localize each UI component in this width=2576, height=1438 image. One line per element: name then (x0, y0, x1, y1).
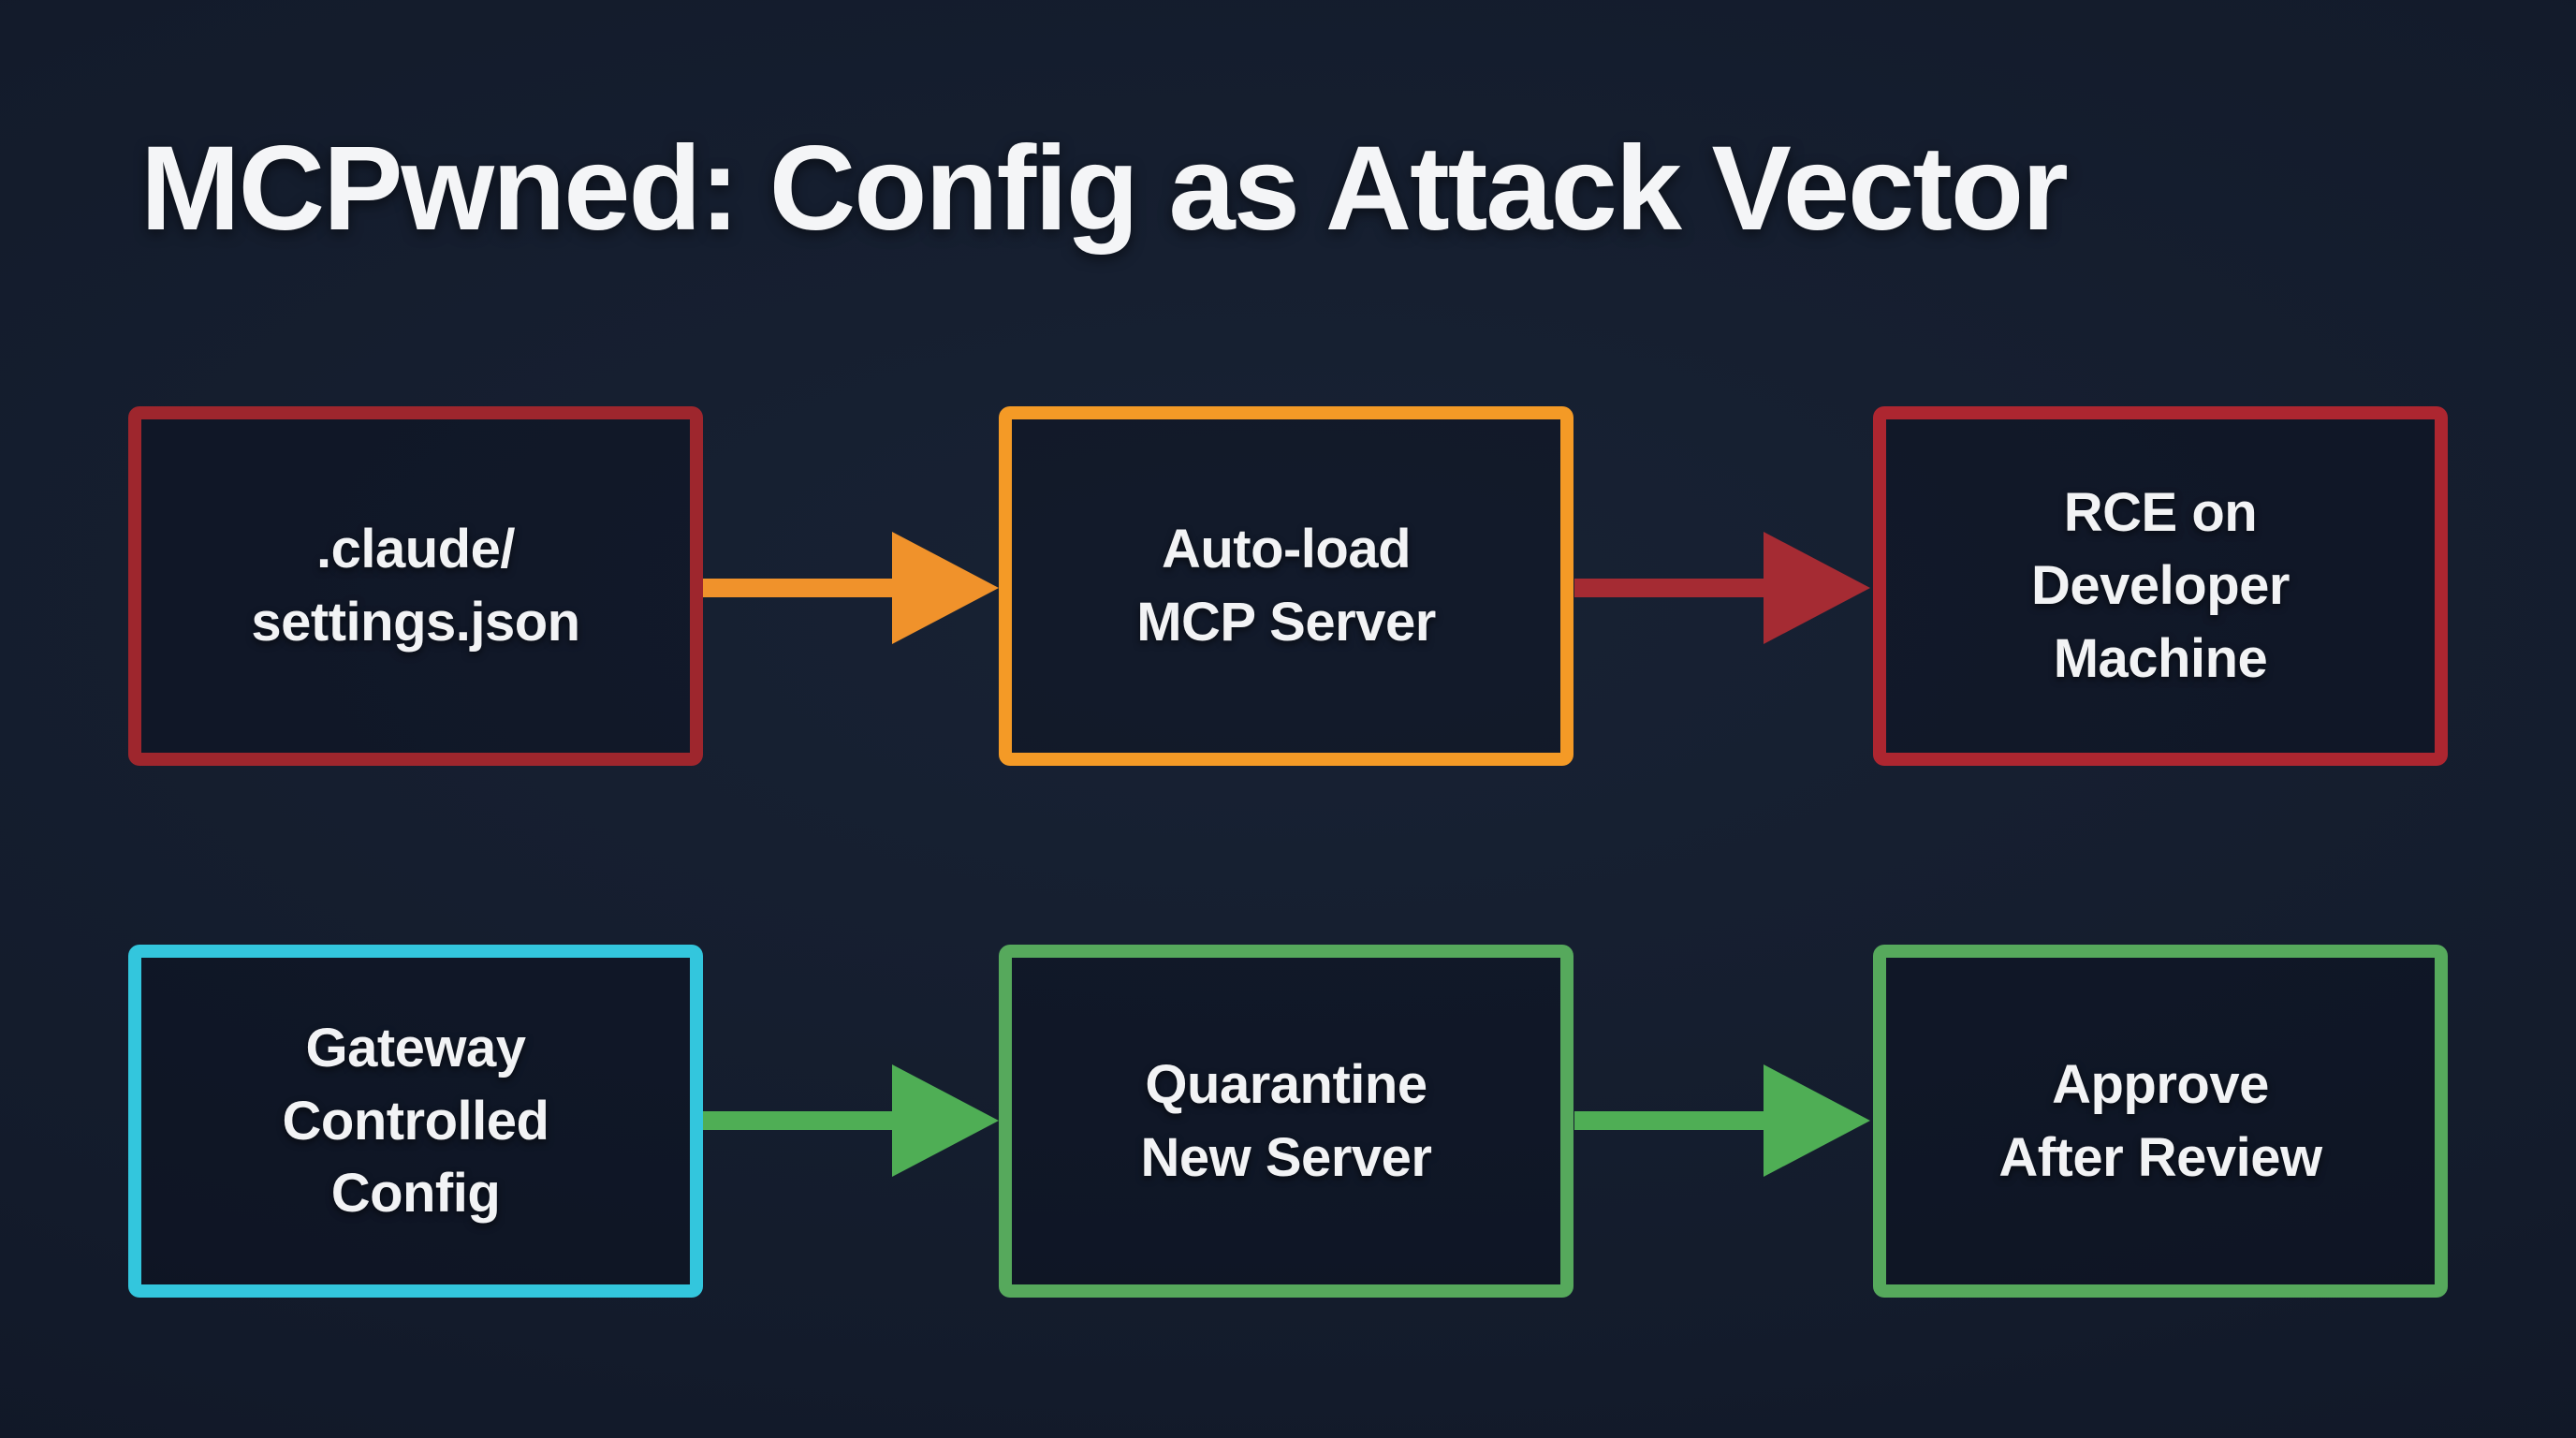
node-auto-load-mcp-server: Auto-load MCP Server (999, 406, 1573, 766)
node-label-line: settings.json (251, 592, 580, 653)
node-label-line: Developer (2031, 555, 2290, 617)
node-label-line: Gateway (305, 1017, 526, 1078)
node-quarantine-new-server: Quarantine New Server (999, 945, 1573, 1298)
right-arrow-icon (1574, 532, 1870, 644)
node-label-line: MCP Server (1136, 592, 1436, 653)
node-label-line: Machine (2053, 627, 2268, 689)
right-arrow-icon (703, 1064, 999, 1177)
node-label-line: Approve (2052, 1053, 2269, 1115)
node-label: Auto-load MCP Server (1136, 513, 1436, 658)
node-label-line: Quarantine (1145, 1053, 1427, 1115)
node-gateway-controlled-config: Gateway Controlled Config (128, 945, 703, 1298)
node-label: Gateway Controlled Config (283, 1012, 549, 1230)
node-label: Approve After Review (1998, 1049, 2322, 1194)
node-approve-after-review: Approve After Review (1873, 945, 2448, 1298)
right-arrow-icon (703, 532, 999, 644)
node-label-line: New Server (1140, 1126, 1432, 1188)
node-label: RCE on Developer Machine (2031, 477, 2290, 695)
node-label-line: RCE on (2063, 482, 2258, 544)
node-label-line: After Review (1998, 1126, 2322, 1188)
node-claude-settings-json: .claude/ settings.json (128, 406, 703, 766)
node-label: Quarantine New Server (1141, 1049, 1432, 1194)
page-title: MCPwned: Config as Attack Vector (140, 122, 2069, 256)
right-arrow-icon (1574, 1064, 1870, 1177)
node-label-line: Config (330, 1163, 501, 1225)
node-rce-developer-machine: RCE on Developer Machine (1873, 406, 2448, 766)
node-label-line: Controlled (282, 1090, 549, 1152)
node-label-line: Auto-load (1161, 519, 1412, 580)
node-label: .claude/ settings.json (251, 513, 580, 658)
node-label-line: .claude/ (316, 519, 515, 580)
